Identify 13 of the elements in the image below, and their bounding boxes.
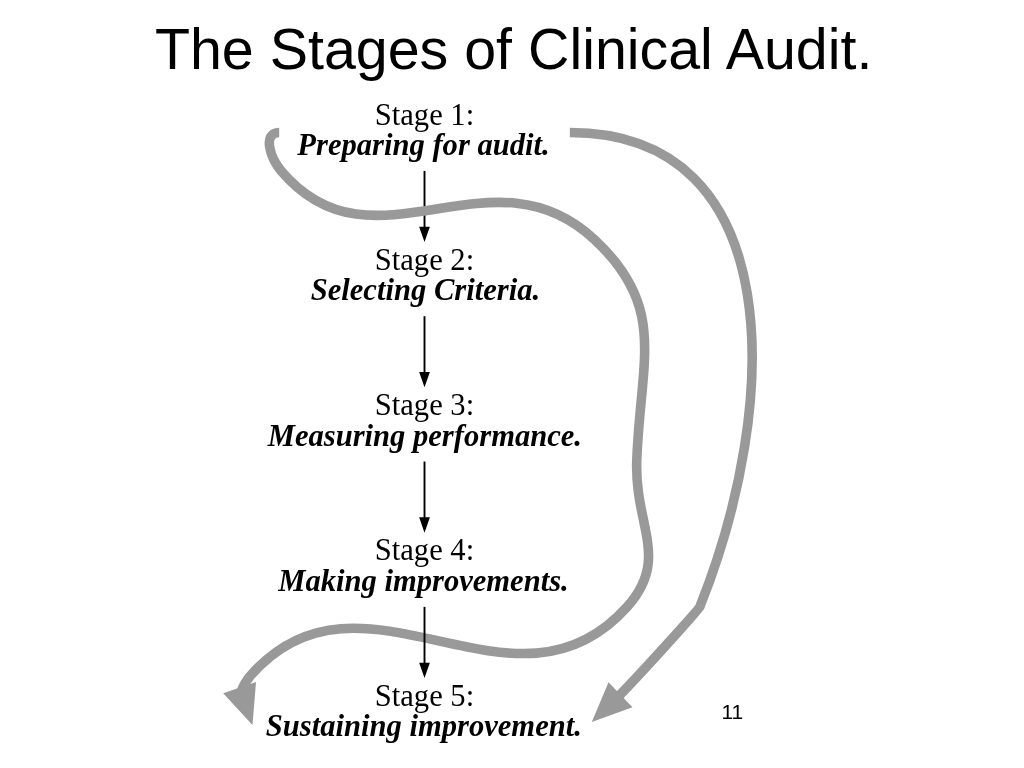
arrow: [418, 315, 430, 388]
node-text: Stage 5: Sustaining improvement.: [265, 678, 582, 744]
node-text: Stage 2: Selecting Criteria.: [310, 242, 540, 308]
arrow: [222, 128, 653, 726]
arrow: [418, 605, 430, 678]
label: 11: [720, 700, 743, 724]
arrow: [568, 127, 757, 723]
diagram-title: The Stages of Clinical Audit.: [154, 17, 872, 82]
node-text: Stage 1: Preparing for audit.: [296, 97, 550, 163]
node-text: Stage 3: Measuring performance.: [267, 388, 582, 453]
node-text: Stage 4: Making improvements.: [277, 533, 569, 599]
arrow: [418, 169, 430, 243]
arrow: [418, 460, 430, 533]
